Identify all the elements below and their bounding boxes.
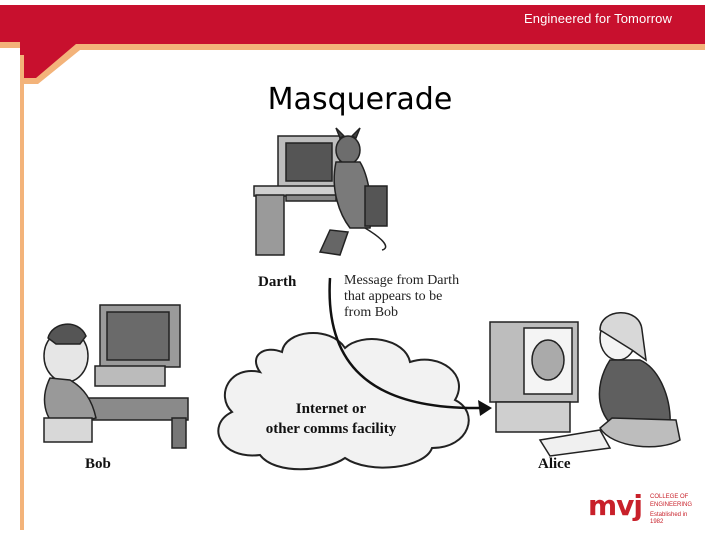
header-tagline: Engineered for Tomorrow	[523, 11, 672, 26]
cloud-line: Internet or	[295, 401, 367, 417]
darth-chair	[364, 185, 388, 227]
darth-body	[333, 161, 373, 229]
alice-figure	[489, 312, 681, 457]
cloud-line: other comms facility	[265, 421, 397, 437]
darth-label: Darth	[258, 274, 297, 290]
message-line: that appears to be	[344, 289, 443, 304]
logo-line: COLLEGE OF	[650, 494, 689, 500]
darth-figure	[253, 127, 388, 256]
darth-head	[335, 135, 361, 165]
alice-label: Alice	[538, 456, 571, 472]
logo-mark: mvj	[588, 489, 643, 522]
left-accent-bar	[20, 55, 24, 530]
bob-figure	[43, 304, 189, 449]
slide-title: Masquerade	[267, 82, 453, 117]
header-banner	[0, 5, 705, 78]
logo-line: Established in 1982	[650, 512, 688, 525]
message-line: Message from Darth	[344, 273, 460, 288]
alice-papers	[538, 429, 612, 457]
message-caption: Message from Darth that appears to be fr…	[344, 273, 459, 321]
cloud-caption: Internet or other comms facility	[250, 399, 412, 439]
message-line: from Bob	[344, 305, 399, 320]
cloud-shape	[217, 332, 470, 471]
bob-label: Bob	[85, 456, 111, 472]
message-arrow-head	[478, 400, 492, 416]
college-logo: mvj COLLEGE OF ENGINEERING Established i…	[588, 490, 698, 526]
darth-desk	[255, 194, 285, 256]
logo-line: ENGINEERING	[650, 502, 693, 508]
bob-body	[43, 377, 97, 429]
message-arrow	[328, 277, 483, 410]
bob-books	[43, 417, 93, 443]
